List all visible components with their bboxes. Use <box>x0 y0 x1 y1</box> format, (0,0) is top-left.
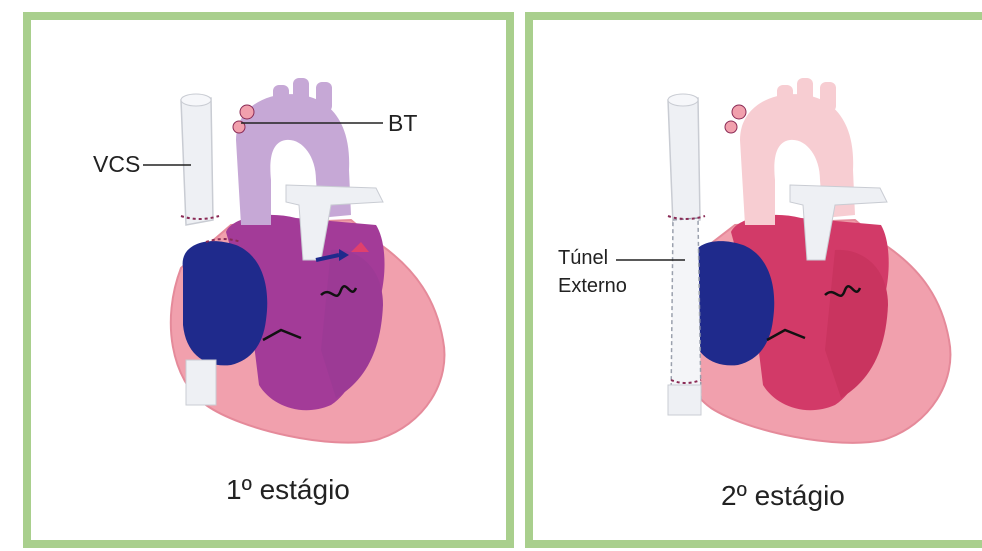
label-bt: BT <box>388 112 417 135</box>
caption-stage-2: 2º estágio <box>721 482 845 510</box>
heart-illustration-stage-1 <box>31 20 506 540</box>
panel-stage-1: VCS BT 1º estágio <box>23 12 514 548</box>
label-vcs: VCS <box>93 153 140 176</box>
caption-stage-1: 1º estágio <box>226 476 350 504</box>
label-tunnel-line1: Túnel <box>558 248 608 268</box>
panel-stage-2: Túnel Externo 2º estágio <box>525 12 982 548</box>
label-tunnel-line2: Externo <box>558 276 627 296</box>
